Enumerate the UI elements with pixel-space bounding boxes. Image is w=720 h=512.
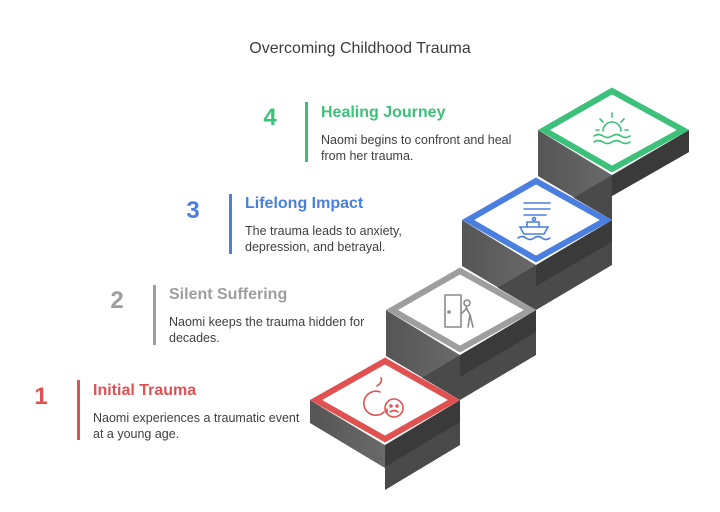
crying-face-icon [363,377,404,418]
step-1-tile [309,356,461,445]
step-2-tile [385,266,537,355]
step-accent-bar [153,285,156,345]
step-number: 2 [110,287,124,314]
step-3-tile [461,176,613,265]
step-heading: Lifelong Impact [245,195,364,212]
step-number: 1 [34,383,48,410]
step-description: Naomi begins to confront and heal from h… [321,133,512,163]
person-behind-door-icon [444,294,474,328]
step-heading: Silent Suffering [169,286,288,303]
step-accent-bar [229,194,232,254]
step-number: 3 [186,197,200,224]
sinking-boat-icon [517,202,551,241]
step-accent-bar [77,380,80,440]
step-description: Naomi keeps the trauma hidden for decade… [169,315,365,345]
step-description: Naomi experiences a traumatic event at a… [93,411,300,441]
step-4-tile [537,86,690,175]
step-heading: Initial Trauma [93,382,197,399]
sunrise-icon [593,112,631,145]
diagram-title: Overcoming Childhood Trauma [249,40,471,57]
step-heading: Healing Journey [321,104,446,121]
step-number: 4 [263,104,277,131]
step-description: The trauma leads to anxiety, depression,… [245,224,402,254]
step-accent-bar [305,102,308,162]
